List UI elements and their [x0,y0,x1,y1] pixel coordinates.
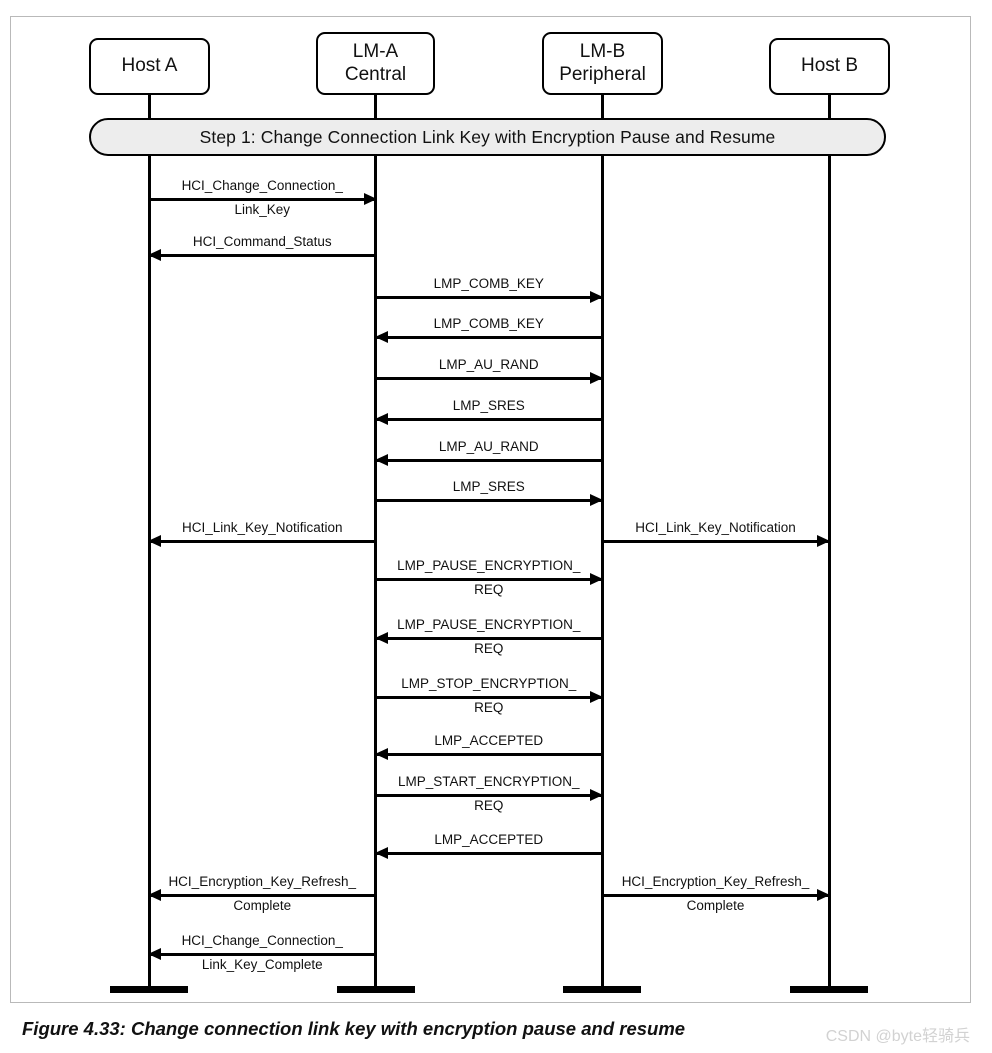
message-label-primary: LMP_COMB_KEY [433,315,544,331]
lifeline-box-lm-b-peripheral: LM-B Peripheral [542,32,663,95]
message-label-primary: LMP_PAUSE_ENCRYPTION_ [397,557,581,573]
message-line [602,894,829,897]
message-label-primary: HCI_Link_Key_Notification [635,519,796,535]
message-label-secondary: REQ [474,641,504,656]
arrow-head-icon [148,535,161,547]
message-label-secondary: Complete [686,898,745,913]
arrow-head-icon [374,748,388,760]
message-label-secondary: REQ [474,582,504,597]
step-bar: Step 1: Change Connection Link Key with … [89,118,886,156]
figure-frame [10,16,971,1003]
message-label-primary: HCI_Change_Connection_ [181,177,343,193]
message-label-primary: LMP_PAUSE_ENCRYPTION_ [397,616,581,632]
message-label-primary: HCI_Encryption_Key_Refresh_ [621,873,810,889]
message-line [375,499,602,502]
arrow-head-icon [148,889,161,901]
message-line [375,296,602,299]
arrow-head-icon [817,535,830,547]
arrow-head-icon [374,847,388,859]
message-line [375,336,602,339]
message-line [149,540,376,543]
lifeline-label-host-b-line1: Host B [800,55,859,77]
message-label-primary: LMP_STOP_ENCRYPTION_ [401,675,577,691]
message-line [149,953,376,956]
message-label-primary: LMP_ACCEPTED [434,831,544,847]
lifeline-terminator-lm-b-peripheral [563,986,641,993]
message-line [375,794,602,797]
message-label-primary: LMP_AU_RAND [438,356,539,372]
arrow-head-icon [590,291,603,303]
sequence-diagram: Host A LM-A Central LM-B Peripheral Host… [89,32,890,993]
figure-caption: Figure 4.33: Change connection link key … [22,1018,686,1039]
arrow-head-icon [374,331,388,343]
message-line [149,894,376,897]
message-label-primary: LMP_ACCEPTED [434,732,544,748]
message-line [375,578,602,581]
message-label-primary: HCI_Link_Key_Notification [181,519,343,535]
lifeline-terminator-host-a [110,986,188,993]
message-line [375,852,602,855]
arrow-head-icon [374,413,388,425]
message-label-secondary: REQ [474,798,504,813]
arrow-head-icon [590,789,603,801]
lifeline-box-host-a: Host A [89,38,210,95]
message-label-secondary: Link_Key [234,202,291,217]
arrow-head-icon [817,889,830,901]
lifeline-lm-a-central [374,95,377,986]
message-label-secondary: Complete [233,898,292,913]
lifeline-label-lm-a-line1: LM-A [352,41,399,63]
message-label-primary: LMP_SRES [452,397,525,413]
message-line [149,198,376,201]
message-line [375,459,602,462]
arrow-head-icon [148,249,161,261]
arrow-head-icon [590,691,603,703]
lifeline-label-lm-b-line1: LM-B [579,41,626,63]
message-line [375,696,602,699]
arrow-head-icon [590,372,603,384]
message-line [375,418,602,421]
message-line [375,753,602,756]
lifeline-terminator-lm-a-central [336,986,415,993]
message-line [149,254,376,257]
message-label-primary: HCI_Encryption_Key_Refresh_ [168,873,357,889]
message-label-primary: LMP_COMB_KEY [433,275,544,291]
message-label-primary: HCI_Command_Status [192,233,332,249]
message-label-primary: LMP_SRES [452,478,525,494]
lifeline-label-lm-a-line2: Central [344,63,407,85]
step-bar-label: Step 1: Change Connection Link Key with … [199,126,776,147]
arrow-head-icon [148,948,161,960]
message-label-primary: LMP_START_ENCRYPTION_ [397,773,580,789]
lifeline-terminator-host-b [790,986,868,993]
message-line [375,377,602,380]
message-label-primary: LMP_AU_RAND [438,438,539,454]
lifeline-box-host-b: Host B [769,38,890,95]
message-label-secondary: REQ [474,700,504,715]
lifeline-box-lm-a-central: LM-A Central [316,32,435,95]
arrow-head-icon [374,454,388,466]
message-label-secondary: Link_Key_Complete [201,957,323,972]
arrow-head-icon [374,632,388,644]
arrow-head-icon [590,494,603,506]
message-label-primary: HCI_Change_Connection_ [181,932,343,948]
watermark: CSDN @byte轻骑兵 [825,1028,970,1045]
message-line [602,540,829,543]
lifeline-label-host-a-line1: Host A [121,55,178,77]
message-line [375,637,602,640]
arrow-head-icon [363,193,377,205]
lifeline-label-lm-b-line2: Peripheral [559,63,646,85]
arrow-head-icon [590,573,603,585]
